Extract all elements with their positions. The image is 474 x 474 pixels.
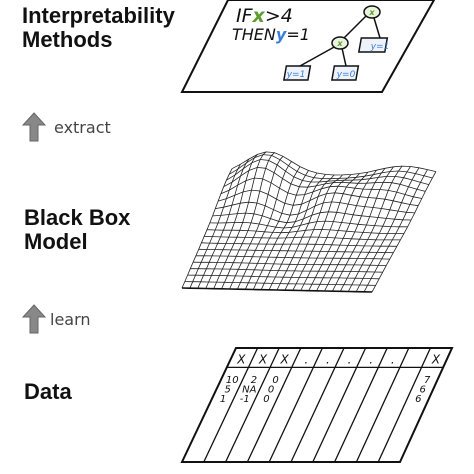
rule-if: IF [236, 5, 254, 27]
interpretability-title-line2: Methods [22, 27, 113, 52]
data-title: Data [24, 379, 72, 404]
rule-then: THEN [232, 25, 276, 44]
table-grid [203, 347, 444, 463]
table-header-cell: . [369, 352, 373, 366]
tree-leaf-right-label: y=1 [370, 42, 390, 52]
tree-root-label: x [368, 8, 375, 17]
table-header-cell: . [348, 352, 352, 366]
interpretability-panel: IFx>4 THENy=1 x x y=1 y=1 y=0 [180, 0, 436, 93]
tree-leaf-mid: y=0 [331, 65, 360, 81]
table-header-cell: . [304, 352, 308, 366]
tree-edges [299, 13, 381, 67]
up-arrow-icon [22, 112, 46, 142]
table-cell: 6 [420, 384, 426, 395]
table-cell: NA [242, 384, 256, 395]
black-box-model-label: Black Box Model [24, 206, 130, 254]
surface-front-edge [181, 287, 373, 293]
surface-mesh [181, 151, 437, 293]
tree-leaf-mid-label: y=0 [336, 70, 356, 80]
table-cell: 1 [220, 394, 226, 405]
rule-if-line: IFx>4 [236, 5, 293, 27]
data-label: Data [24, 380, 72, 404]
interpretability-methods-label: Interpretability Methods [22, 4, 175, 52]
table-cell: 2 [251, 375, 257, 386]
tree-leaf-right: y=1 [357, 37, 390, 53]
table-cell: 0 [263, 394, 269, 405]
table-header-cell: . [326, 352, 330, 366]
table-header-cell: X [431, 352, 441, 366]
tree-inner-label: x [336, 39, 343, 48]
interpretability-title-line1: Interpretability [22, 3, 175, 28]
table-header-cell: X [280, 352, 290, 366]
table-header-cell: . [391, 352, 395, 366]
table-cell: 0 [268, 384, 274, 395]
table-cell: 5 [224, 384, 230, 395]
rule-condition: >4 [265, 5, 293, 27]
extract-step: extract [22, 112, 111, 142]
table-header-cell: X [236, 352, 246, 366]
black-box-title-line1: Black Box [24, 205, 131, 230]
rule-then-line: THENy=1 [232, 25, 310, 44]
table-cell: 6 [415, 394, 421, 405]
table-cell: 0 [272, 375, 278, 386]
rule-then-value: =1 [286, 25, 310, 44]
rule-y-var: y [276, 25, 287, 44]
table-cell: -1 [240, 394, 250, 405]
tree-leaf-left: y=1 [283, 65, 312, 81]
tree-root-node: x [363, 5, 381, 19]
table-cell: 7 [424, 375, 431, 386]
tree-inner-node: x [331, 36, 349, 50]
table-header-cell: X [258, 352, 268, 366]
black-box-surface [181, 151, 437, 293]
tree-leaf-left-label: y=1 [286, 70, 306, 80]
learn-label: learn [50, 309, 91, 329]
rule-x-var: x [252, 5, 266, 27]
extract-label: extract [54, 117, 111, 137]
table-cell: 10 [226, 375, 239, 386]
rule-sheet [180, 0, 436, 93]
black-box-title-line2: Model [24, 229, 88, 254]
up-arrow-icon [22, 304, 46, 334]
learn-step: learn [22, 304, 91, 334]
